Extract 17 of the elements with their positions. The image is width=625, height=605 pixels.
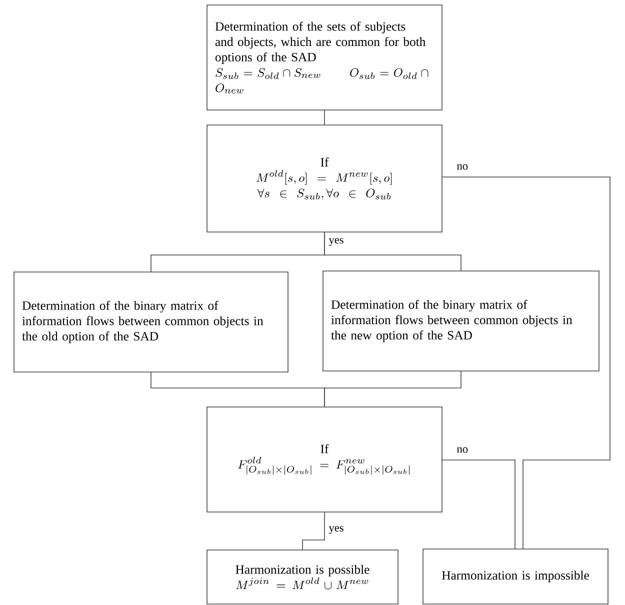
process-box: Determination of the sets of subjects and objects, which are common for both options of the SAD $S_{sub} = S_{old} \cap S_{new}$ $O_{sub} = O_{old} \cap O_{new}$ (206, 4, 442, 110)
connector-line (442, 460, 516, 550)
edge-label: yes (328, 238, 344, 246)
connector-line (302, 512, 325, 550)
edge-label: yes (328, 526, 344, 534)
connector-line (442, 176, 610, 550)
process-box: If $M^{old}[s,o] = M^{new}[s,o]$ $\forall s \in S_{sub}, \forall o \in O_{sub}$ (206, 124, 442, 232)
connector-line (324, 370, 462, 408)
connector-line (324, 110, 325, 126)
edge-label: no (457, 447, 468, 453)
edge-label: no (457, 164, 468, 170)
connector-line (324, 232, 462, 272)
process-box: Determination of the binary matrix of information flows between common objects in the old option of the SAD (14, 272, 288, 372)
process-box: Harmonization is impossible (422, 548, 608, 604)
process-box: Determination of the binary matrix of information flows between common objects in the new option of the SAD (322, 270, 600, 372)
process-box: If $F^{old}_{|O_{sub}| \times |O_{sub}|} = F^{new}_{|O_{sub}| \times |O_{sub}|}$ (206, 406, 442, 512)
process-box: Harmonization is possible $M^{join} = M^{old} \cup M^{new}$ (206, 550, 398, 604)
